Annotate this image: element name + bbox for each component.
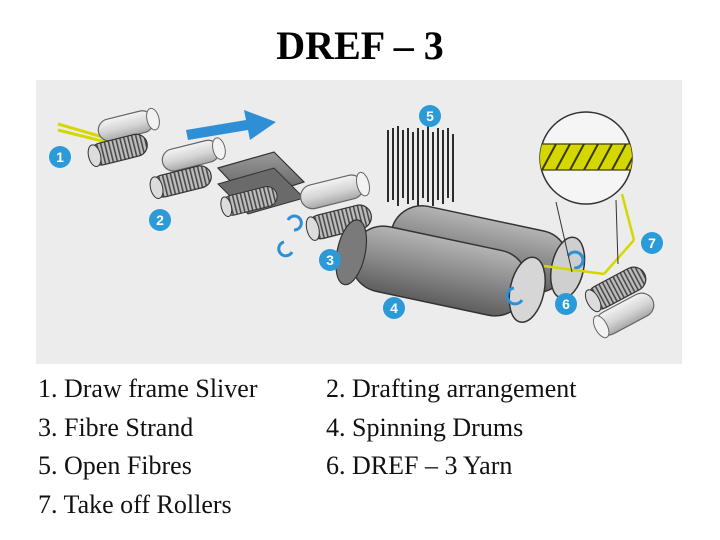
legend-row: 3. Fibre Strand 4. Spinning Drums [38, 409, 656, 448]
drafting-rollers-a [149, 137, 226, 199]
legend-item-5: 5. Open Fibres [38, 451, 192, 480]
sliver-input [57, 122, 107, 144]
open-fibres [387, 126, 454, 206]
spinning-drums [335, 205, 586, 323]
yarn-path [543, 193, 636, 276]
yarn-zoom-inset [539, 111, 633, 273]
callout-2: 2 [149, 209, 171, 231]
callout-4-label: 4 [390, 300, 398, 316]
draw-frame-rollers [87, 107, 160, 167]
slide-title: DREF – 3 [276, 23, 444, 68]
component-legend: 1. Draw frame Sliver 2. Drafting arrange… [38, 370, 656, 524]
legend-item-4: 4. Spinning Drums [326, 412, 524, 442]
take-off-rollers [584, 266, 655, 339]
callout-3-label: 3 [326, 252, 334, 268]
dref3-machine-diagram: 1 2 3 4 5 6 7 [36, 80, 682, 364]
legend-item-2: 2. Drafting arrangement [326, 374, 577, 403]
legend-item-3: 3. Fibre Strand [38, 412, 194, 442]
rotation-arrows-drums [505, 250, 585, 306]
callout-7: 7 [641, 232, 663, 254]
legend-row: 1. Draw frame Sliver 2. Drafting arrange… [38, 370, 656, 409]
legend-item-6: 6. DREF – 3 Yarn [326, 451, 513, 480]
legend-item-7: 7. Take off Rollers [38, 489, 232, 519]
callout-3: 3 [319, 249, 341, 271]
callout-4: 4 [383, 297, 405, 319]
callout-2-label: 2 [156, 212, 164, 228]
legend-row: 7. Take off Rollers [38, 486, 656, 525]
callout-5-label: 5 [426, 108, 434, 124]
callout-7-label: 7 [648, 235, 656, 251]
callout-5: 5 [419, 105, 441, 127]
callout-1-label: 1 [56, 149, 64, 165]
drafting-apron [216, 151, 306, 218]
callout-6-label: 6 [562, 296, 570, 312]
legend-row: 5. Open Fibres 6. DREF – 3 Yarn [38, 447, 656, 486]
legend-item-1: 1. Draw frame Sliver [38, 374, 258, 403]
callout-6: 6 [555, 293, 577, 315]
callout-1: 1 [49, 146, 71, 168]
rotation-arrows-left [277, 214, 303, 258]
legend-item-empty [326, 486, 656, 525]
flow-direction-arrow [186, 110, 276, 140]
